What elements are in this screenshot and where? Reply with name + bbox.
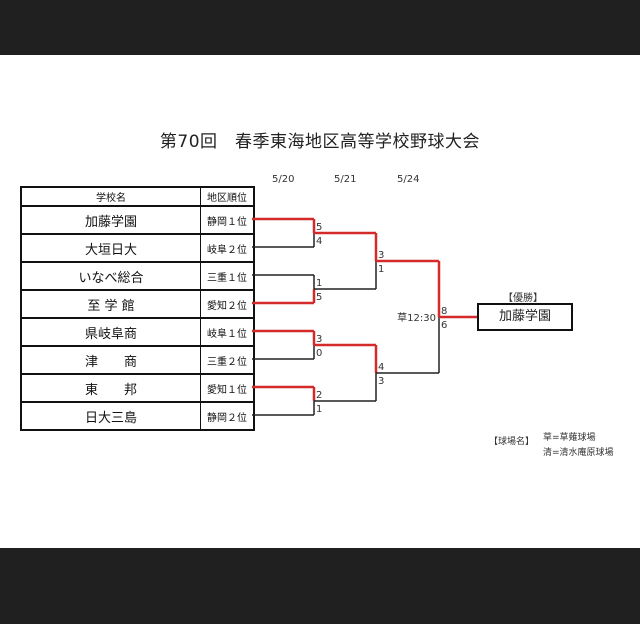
round1-match-score-bottom: 4 bbox=[316, 236, 322, 247]
team-table: 学校名 地区順位 加藤学園静岡１位大垣日大岐阜２位いなべ総合三重１位至 学 館愛… bbox=[20, 186, 255, 431]
round1-match-score-top: 5 bbox=[316, 222, 322, 233]
team-name: いなべ総合 bbox=[20, 261, 201, 291]
team-rank: 愛知２位 bbox=[200, 289, 255, 319]
date-round1: 5/20 bbox=[272, 174, 295, 185]
round1-match-score-bottom: 0 bbox=[316, 348, 322, 359]
team-name: 津 商 bbox=[20, 345, 201, 375]
champion-box: 加藤学園 bbox=[477, 303, 573, 331]
round1-match-score-bottom: 1 bbox=[316, 404, 322, 415]
date-round2: 5/21 bbox=[334, 174, 357, 185]
team-name: 日大三島 bbox=[20, 401, 201, 431]
round1-match-score-top: 3 bbox=[316, 334, 322, 345]
team-row: 日大三島静岡２位 bbox=[20, 401, 255, 431]
round1-match-score-top: 2 bbox=[316, 390, 322, 401]
round1-match-score-bottom: 5 bbox=[316, 292, 322, 303]
team-name: 至 学 館 bbox=[20, 289, 201, 319]
round1-match-score-top: 1 bbox=[316, 278, 322, 289]
final-time: 草12:30 bbox=[397, 312, 436, 324]
final-score-bottom: 6 bbox=[441, 320, 447, 331]
team-rank: 三重２位 bbox=[200, 345, 255, 375]
venue-kusanagi: 草=草薙球場 bbox=[543, 433, 596, 443]
champion-label: 【優勝】 bbox=[503, 293, 543, 304]
team-row: 至 学 館愛知２位 bbox=[20, 289, 255, 319]
team-row: 津 商三重２位 bbox=[20, 345, 255, 375]
team-name: 東 邦 bbox=[20, 373, 201, 403]
team-rank: 静岡１位 bbox=[200, 205, 255, 235]
team-row: 大垣日大岐阜２位 bbox=[20, 233, 255, 263]
semifinal-score-bottom: 3 bbox=[378, 376, 384, 387]
team-name: 大垣日大 bbox=[20, 233, 201, 263]
venue-shimizu: 清=清水庵原球場 bbox=[543, 448, 614, 458]
team-rank: 岐阜１位 bbox=[200, 317, 255, 347]
date-final: 5/24 bbox=[397, 174, 420, 185]
final-score-top: 8 bbox=[441, 306, 447, 317]
semifinal-score-top: 4 bbox=[378, 362, 384, 373]
team-rank: 静岡２位 bbox=[200, 401, 255, 431]
semifinal-score-bottom: 1 bbox=[378, 264, 384, 275]
semifinal-score-top: 3 bbox=[378, 250, 384, 261]
page-title: 第70回 春季東海地区高等学校野球大会 bbox=[159, 132, 481, 152]
venue-title: 【球場名】 bbox=[489, 437, 535, 447]
